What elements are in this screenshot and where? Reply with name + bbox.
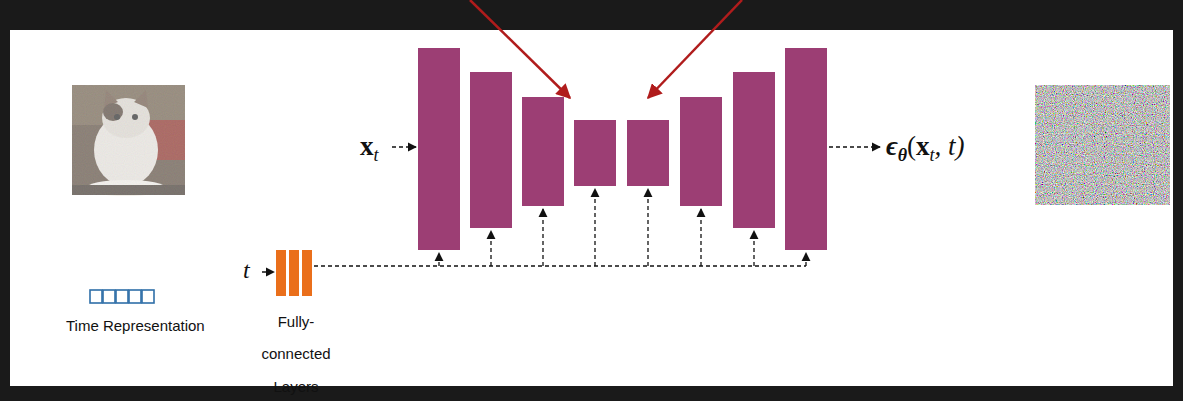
time-vector bbox=[90, 290, 154, 303]
callout-arrow bbox=[648, 0, 742, 98]
label-group: ϵθ(xt, t) bbox=[886, 133, 964, 164]
time-input-arrow bbox=[262, 271, 274, 272]
math-label: ( bbox=[907, 131, 916, 161]
math-label: x bbox=[916, 131, 930, 161]
output-arrow bbox=[829, 146, 880, 147]
math-label: ϵ bbox=[886, 131, 898, 161]
caption-label: Time Representation bbox=[66, 317, 205, 334]
math-label: t bbox=[929, 145, 934, 165]
math-label: x bbox=[360, 131, 374, 161]
noise-image bbox=[1035, 85, 1170, 205]
label-group: Time Representation bbox=[66, 309, 205, 336]
unet-blocks bbox=[418, 48, 827, 250]
label-group: t bbox=[243, 258, 250, 282]
label-group: Fully-connected Layers bbox=[246, 302, 346, 399]
panel bbox=[10, 30, 1173, 386]
fc-layers bbox=[276, 250, 312, 296]
time-embedding-lines bbox=[314, 189, 806, 266]
math-label: t bbox=[374, 145, 379, 165]
label-group: xt bbox=[360, 133, 379, 164]
cat-image bbox=[72, 85, 185, 196]
caption-label: Fully-connected Layers bbox=[261, 313, 330, 395]
math-label: θ bbox=[898, 145, 907, 165]
input-arrow bbox=[392, 146, 416, 147]
math-label: t bbox=[243, 257, 250, 283]
math-label: , t) bbox=[934, 131, 964, 161]
